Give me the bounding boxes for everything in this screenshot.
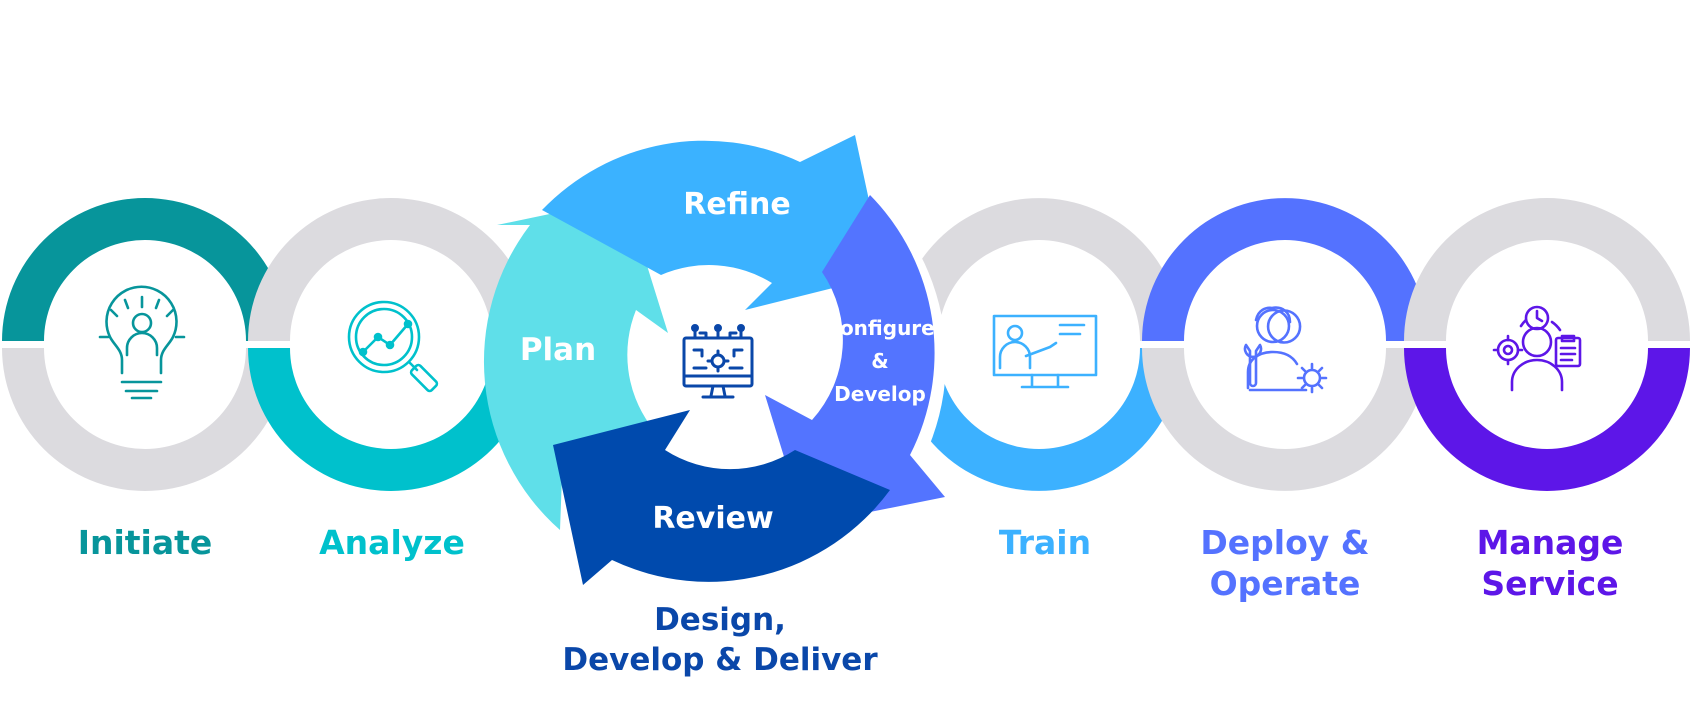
stage-label-deploy-line-1: Deploy & xyxy=(1200,523,1370,562)
lightbulb-person-icon xyxy=(98,285,186,400)
stage-label-manage-line-2: Service xyxy=(1481,564,1619,603)
ring-manage-accent xyxy=(1404,348,1690,491)
cycle-arrow-review xyxy=(553,410,890,585)
ring-manage xyxy=(1404,198,1690,491)
cycle-arrow-plan xyxy=(483,198,668,530)
cycle-label-configure-1: Configure xyxy=(825,316,934,340)
cycle-label-refine: Refine xyxy=(683,187,790,222)
stage-label-analyze-line: Analyze xyxy=(319,523,465,562)
stage-label-manage-service: Manage Service xyxy=(1450,522,1650,604)
cycle-arrow-configure xyxy=(765,195,945,525)
magnifier-chart-icon xyxy=(347,300,439,393)
ring-train-base xyxy=(896,198,1182,341)
stage-label-deploy-operate: Deploy & Operate xyxy=(1185,522,1385,604)
stage-label-design-develop-deliver: Design, Develop & Deliver xyxy=(530,600,910,680)
computer-circuit-icon xyxy=(682,324,754,399)
ring-deploy-accent xyxy=(1142,198,1428,341)
cycle-label-plan: Plan xyxy=(520,332,596,368)
ring-initiate-accent xyxy=(2,198,288,341)
stage-label-ddd-line-1: Design, xyxy=(654,602,786,638)
stage-label-deploy-line-2: Operate xyxy=(1209,564,1361,603)
ring-initiate-base xyxy=(2,348,288,491)
ring-deploy-base xyxy=(1142,348,1428,491)
ring-deploy xyxy=(1142,198,1428,491)
ring-analyze-base xyxy=(248,198,534,341)
ring-analyze-accent xyxy=(248,348,534,491)
stage-label-ddd-line-2: Develop & Deliver xyxy=(562,642,878,678)
stage-label-initiate-line: Initiate xyxy=(77,523,213,562)
engineer-wrench-gear-icon xyxy=(1243,306,1328,394)
stage-label-manage-line-1: Manage xyxy=(1476,523,1624,562)
stage-label-initiate: Initiate xyxy=(45,522,245,563)
stage-label-train: Train xyxy=(945,522,1145,563)
cycle-label-review: Review xyxy=(652,501,773,536)
cycle-arrow-refine xyxy=(542,135,885,310)
ring-initiate xyxy=(2,198,288,491)
ring-train-accent xyxy=(896,348,1182,491)
ring-train xyxy=(896,198,1182,491)
presentation-board-icon xyxy=(992,314,1098,389)
cycle-label-configure-3: Develop xyxy=(834,382,926,406)
cycle-label-configure-2: & xyxy=(871,349,888,373)
stage-label-train-line: Train xyxy=(998,523,1092,562)
ring-analyze xyxy=(248,198,534,491)
stage-label-analyze: Analyze xyxy=(292,522,492,563)
cycle: Refine Configure & Develop Review Plan xyxy=(483,132,946,588)
person-gears-clipboard-icon xyxy=(1492,305,1582,392)
ring-manage-base xyxy=(1404,198,1690,341)
